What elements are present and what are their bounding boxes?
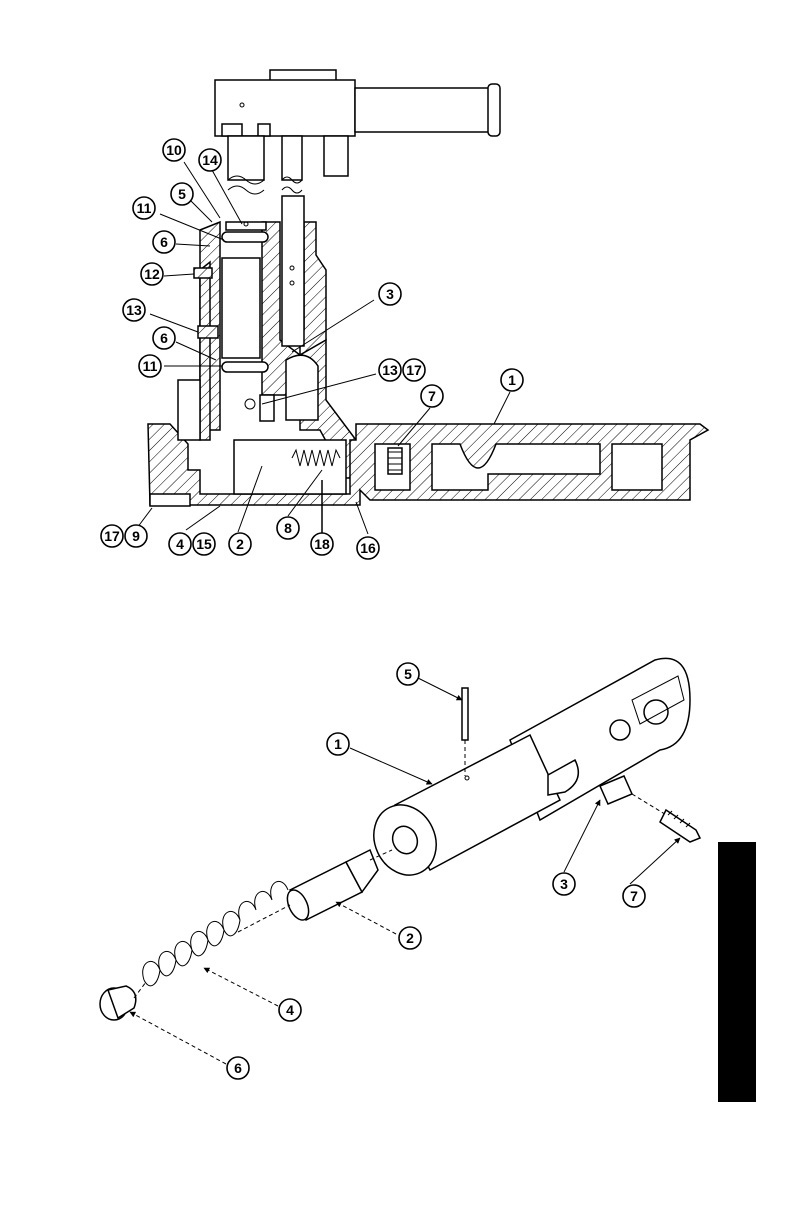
section-callout-11: 11 bbox=[133, 197, 155, 219]
section-callout-4: 4 bbox=[169, 533, 191, 555]
cap-6 bbox=[100, 982, 146, 1020]
section-callout-11b: 11 bbox=[139, 355, 161, 377]
exploded-callout-2: 2 bbox=[399, 927, 421, 949]
svg-text:1: 1 bbox=[508, 372, 516, 388]
svg-text:6: 6 bbox=[160, 234, 168, 250]
svg-text:11: 11 bbox=[137, 200, 152, 216]
section-callout-2: 2 bbox=[229, 533, 251, 555]
svg-text:16: 16 bbox=[360, 540, 376, 556]
svg-text:17: 17 bbox=[406, 362, 422, 378]
spring-4 bbox=[143, 881, 290, 985]
section-callout-1: 1 bbox=[501, 369, 523, 391]
svg-text:6: 6 bbox=[234, 1060, 242, 1076]
section-callout-14: 14 bbox=[199, 149, 221, 171]
section-view: 10 14 5 11 6 12 13 3 6 11 13 17 7 1 17 9… bbox=[101, 70, 708, 559]
section-callout-7: 7 bbox=[421, 385, 443, 407]
sleeve-3 bbox=[600, 776, 668, 816]
exploded-callout-3: 3 bbox=[553, 873, 575, 895]
section-callout-18: 18 bbox=[311, 533, 333, 555]
section-callout-12: 12 bbox=[141, 263, 163, 285]
svg-text:15: 15 bbox=[196, 536, 212, 552]
svg-text:14: 14 bbox=[202, 152, 218, 168]
section-callout-6: 6 bbox=[153, 231, 175, 253]
section-callout-13: 13 bbox=[123, 299, 145, 321]
exploded-callout-5: 5 bbox=[397, 663, 419, 685]
section-callout-6b: 6 bbox=[153, 327, 175, 349]
svg-text:13: 13 bbox=[126, 302, 142, 318]
svg-text:7: 7 bbox=[630, 888, 638, 904]
plunger-2 bbox=[283, 850, 392, 923]
svg-text:18: 18 bbox=[314, 536, 330, 552]
section-callout-9: 9 bbox=[125, 525, 147, 547]
section-thumb-tab bbox=[718, 842, 756, 1102]
svg-text:10: 10 bbox=[166, 142, 182, 158]
section-callout-17b: 17 bbox=[101, 525, 123, 547]
section-callout-15: 15 bbox=[193, 533, 215, 555]
svg-text:17: 17 bbox=[104, 528, 120, 544]
svg-text:11: 11 bbox=[143, 358, 158, 374]
section-callout-17: 17 bbox=[403, 359, 425, 381]
pin-5 bbox=[462, 688, 468, 776]
svg-text:1: 1 bbox=[334, 736, 342, 752]
section-callout-16: 16 bbox=[357, 537, 379, 559]
svg-text:7: 7 bbox=[428, 388, 436, 404]
section-callout-10: 10 bbox=[163, 139, 185, 161]
svg-text:8: 8 bbox=[284, 520, 292, 536]
svg-text:5: 5 bbox=[404, 666, 412, 682]
svg-text:6: 6 bbox=[160, 330, 168, 346]
svg-text:2: 2 bbox=[236, 536, 244, 552]
screw-7 bbox=[660, 810, 700, 842]
svg-text:5: 5 bbox=[178, 186, 186, 202]
top-head-assembly bbox=[215, 70, 500, 194]
svg-text:13: 13 bbox=[382, 362, 398, 378]
exploded-callout-6: 6 bbox=[227, 1057, 249, 1079]
svg-text:4: 4 bbox=[176, 536, 184, 552]
svg-text:3: 3 bbox=[560, 876, 568, 892]
svg-text:12: 12 bbox=[144, 266, 160, 282]
svg-text:2: 2 bbox=[406, 930, 414, 946]
svg-text:3: 3 bbox=[386, 286, 394, 302]
exploded-callout-4: 4 bbox=[279, 999, 301, 1021]
column-body bbox=[194, 196, 356, 478]
svg-text:4: 4 bbox=[286, 1002, 294, 1018]
section-callout-13b: 13 bbox=[379, 359, 401, 381]
section-callout-3: 3 bbox=[379, 283, 401, 305]
section-callout-5: 5 bbox=[171, 183, 193, 205]
exploded-view: 5 1 3 7 2 4 6 bbox=[100, 658, 700, 1079]
section-callout-8: 8 bbox=[277, 517, 299, 539]
exploded-callout-1: 1 bbox=[327, 733, 349, 755]
exploded-callout-7: 7 bbox=[623, 885, 645, 907]
svg-text:9: 9 bbox=[132, 528, 140, 544]
main-tube bbox=[363, 658, 690, 885]
